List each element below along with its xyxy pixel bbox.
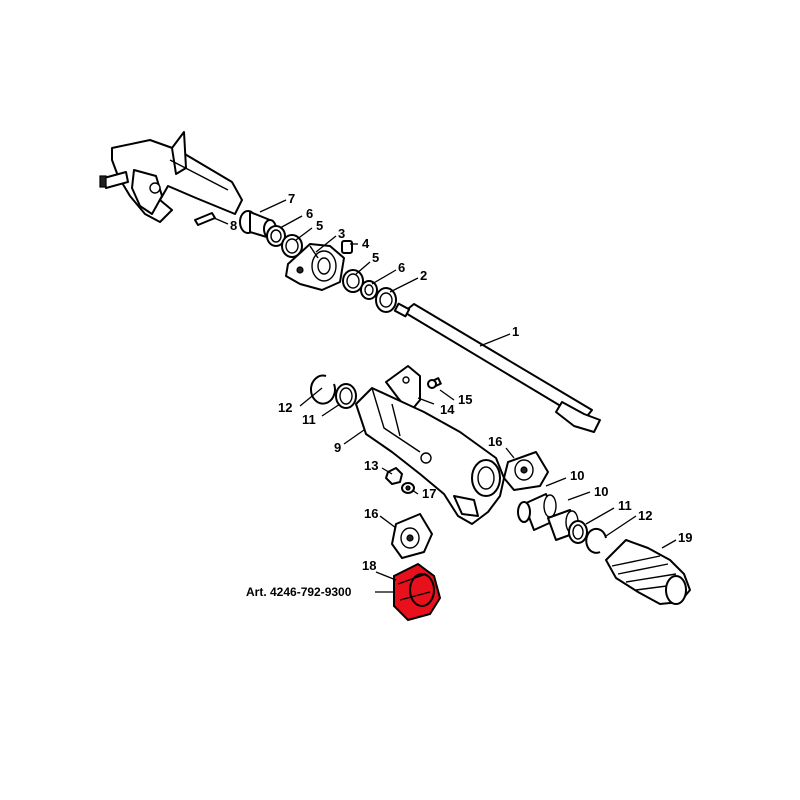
part-18-damper-highlighted <box>393 562 442 622</box>
callout-labels: 7 8 6 5 3 4 5 6 2 1 12 11 9 14 15 13 17 … <box>230 191 692 599</box>
article-number-label: Art. 4246-792-9300 <box>246 585 352 599</box>
callout-5-upper: 5 <box>316 218 323 233</box>
part-2-seal <box>375 287 397 313</box>
callout-6-lower: 6 <box>398 260 405 275</box>
part-6-ring-lower <box>360 280 378 300</box>
part-17-washer <box>401 482 415 494</box>
part-4-screw <box>341 240 353 254</box>
part-5-bearing-lower <box>342 269 364 293</box>
callout-15: 15 <box>458 392 472 407</box>
lever-bracket-assembly <box>99 131 243 223</box>
part-16-damper-upper <box>503 451 549 491</box>
callout-3: 3 <box>338 226 345 241</box>
part-9-housing <box>355 387 505 525</box>
part-16-damper-lower <box>391 513 433 559</box>
callout-9: 9 <box>334 440 341 455</box>
callout-12-left: 12 <box>278 400 292 415</box>
callout-16-lower: 16 <box>364 506 378 521</box>
part-6-ring-upper <box>266 225 286 247</box>
callout-8: 8 <box>230 218 237 233</box>
callout-7: 7 <box>288 191 295 206</box>
leader-lines <box>213 199 677 593</box>
part-12-circlip-left <box>310 374 336 405</box>
callout-19: 19 <box>678 530 692 545</box>
callout-6-upper: 6 <box>306 206 313 221</box>
part-19-bellows-boot <box>605 539 691 605</box>
part-3-gear-housing <box>285 243 345 291</box>
callout-1: 1 <box>512 324 519 339</box>
part-11-ring-right <box>568 520 588 544</box>
callout-10-a: 10 <box>570 468 584 483</box>
callout-10-b: 10 <box>594 484 608 499</box>
callout-18: 18 <box>362 558 376 573</box>
part-14-plate <box>385 365 421 413</box>
part-5-bearing-upper <box>281 234 303 258</box>
part-11-ring-left <box>335 383 357 409</box>
part-12-circlip-right <box>585 527 607 554</box>
callout-11-right: 11 <box>618 498 632 513</box>
callout-17: 17 <box>422 486 436 501</box>
part-8-pin <box>194 212 216 226</box>
part-15-screw <box>427 377 442 389</box>
callout-14: 14 <box>440 402 455 417</box>
callout-16-upper: 16 <box>488 434 502 449</box>
part-13-nut <box>385 467 403 485</box>
part-1-shaft <box>393 302 601 433</box>
callout-11-left: 11 <box>302 412 316 427</box>
part-10-bearing-a <box>517 493 557 531</box>
callout-12-right: 12 <box>638 508 652 523</box>
callout-4: 4 <box>362 236 370 251</box>
callout-5-lower: 5 <box>372 250 379 265</box>
callout-13: 13 <box>364 458 378 473</box>
callout-2: 2 <box>420 268 427 283</box>
